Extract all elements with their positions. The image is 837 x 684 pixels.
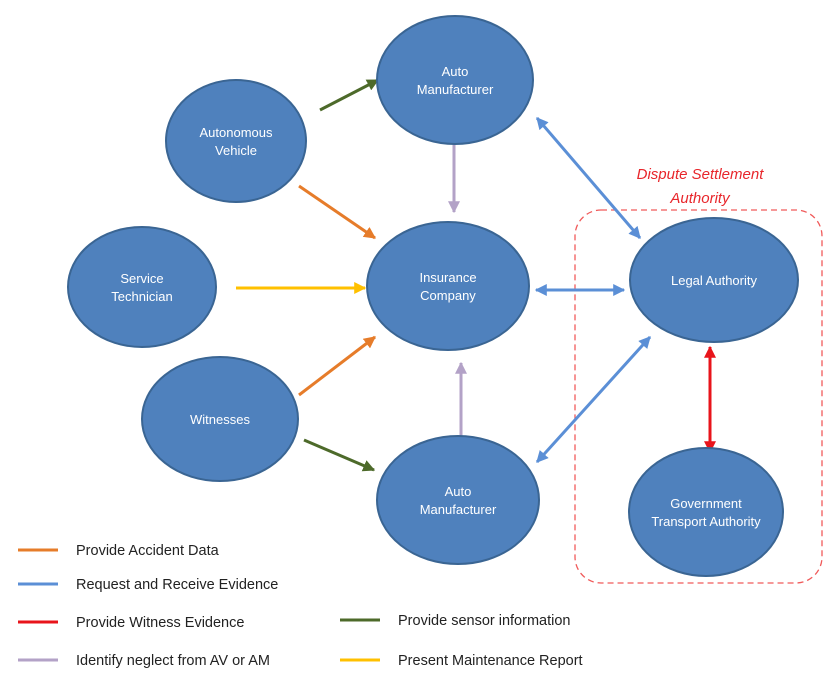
node-shape — [141, 356, 299, 482]
node-shape — [376, 435, 540, 565]
legend-item: Provide Witness Evidence — [18, 615, 244, 631]
node-label: Government — [670, 496, 742, 511]
legend-label: Identify neglect from AV or AM — [76, 653, 270, 669]
node-label: Transport Authority — [651, 514, 761, 529]
node-label: Legal Authority — [671, 273, 758, 288]
node-legal-authority[interactable]: Legal Authority — [629, 217, 799, 343]
legend-item: Identify neglect from AV or AM — [18, 653, 270, 669]
legend-label: Provide Accident Data — [76, 543, 220, 559]
node-label: Auto — [445, 484, 472, 499]
node-shape — [629, 217, 799, 343]
legend-item: Present Maintenance Report — [340, 653, 583, 669]
node-label: Witnesses — [190, 412, 250, 427]
dispute-settlement-title-line2: Authority — [669, 190, 731, 207]
node-label: Service — [120, 271, 163, 286]
node-shape — [628, 447, 784, 577]
node-shape — [366, 221, 530, 351]
legend-item: Request and Receive Evidence — [18, 577, 278, 593]
edge-witnesses-to-insurance-company — [298, 335, 376, 397]
edges-layer — [236, 78, 716, 472]
node-label: Insurance — [419, 270, 476, 285]
dispute-settlement-title-line1: Dispute Settlement — [637, 166, 765, 183]
node-label: Manufacturer — [417, 82, 494, 97]
legend-label: Provide sensor information — [398, 613, 570, 629]
legend-label: Present Maintenance Report — [398, 653, 583, 669]
legend-item: Provide Accident Data — [18, 543, 220, 559]
node-witnesses[interactable]: Witnesses — [141, 356, 299, 482]
node-shape — [376, 15, 534, 145]
edge-witnesses-to-auto-manufacturer-bottom — [303, 438, 376, 472]
legend-label: Request and Receive Evidence — [76, 577, 278, 593]
edge-auto-manufacturer-top-to-legal-authority — [535, 117, 642, 239]
node-label: Autonomous — [200, 125, 273, 140]
node-shape — [165, 79, 307, 203]
node-label: Auto — [442, 64, 469, 79]
edge-autonomous-vehicle-to-insurance-company — [298, 184, 376, 240]
node-label: Vehicle — [215, 143, 257, 158]
legend-label: Provide Witness Evidence — [76, 615, 244, 631]
edge-auto-manufacturer-bottom-to-legal-authority — [535, 335, 652, 464]
node-label: Company — [420, 288, 476, 303]
edge-autonomous-vehicle-to-auto-manufacturer-top — [319, 78, 380, 112]
node-shape — [67, 226, 217, 348]
legend-item: Provide sensor information — [340, 613, 570, 629]
node-label: Technician — [111, 289, 172, 304]
node-label: Manufacturer — [420, 502, 497, 517]
